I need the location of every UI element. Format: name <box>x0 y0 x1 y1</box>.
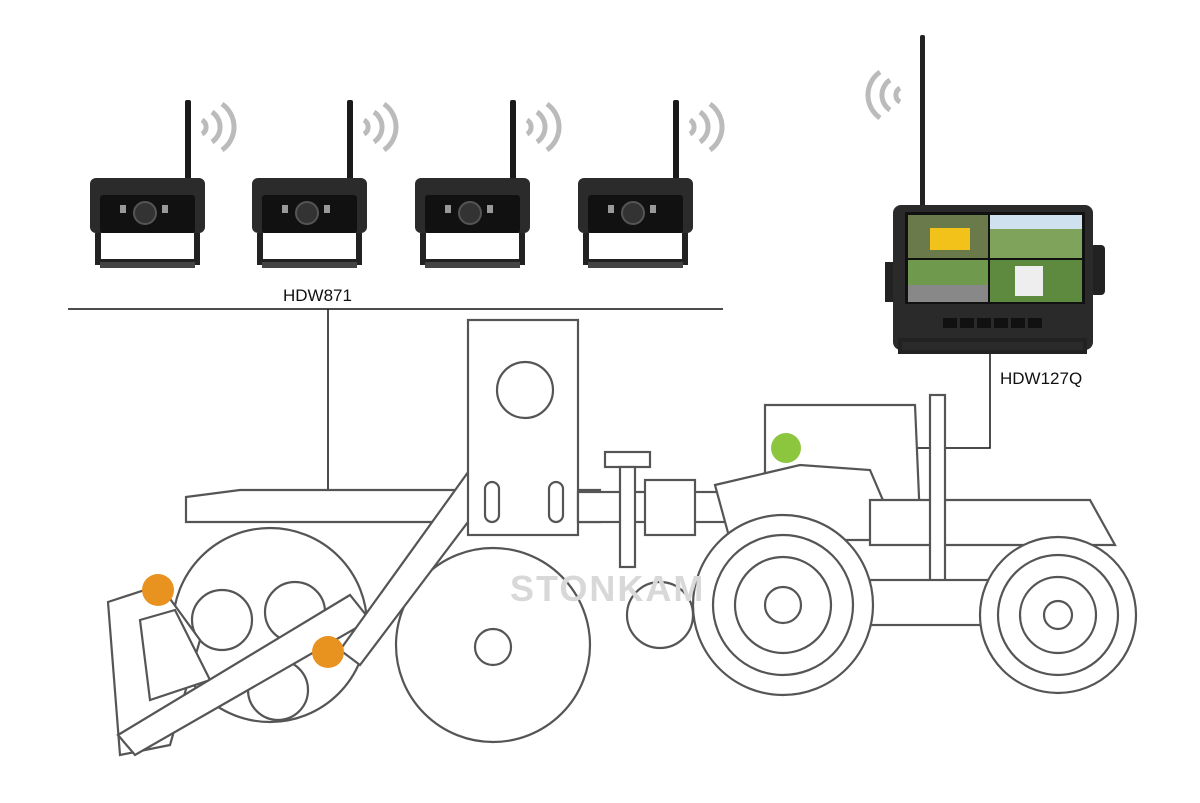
antenna-icon <box>920 35 925 207</box>
camera-model-label: HDW871 <box>283 286 352 305</box>
monitor-model-label: HDW127Q <box>1000 369 1083 388</box>
monitor <box>865 35 1105 354</box>
wifi-signal-icon <box>865 69 902 121</box>
wifi-signal-icon <box>200 101 237 153</box>
monitor-position-marker <box>771 433 801 463</box>
antenna-icon <box>673 100 679 180</box>
wireless-camera <box>252 100 399 268</box>
wireless-camera <box>578 100 725 268</box>
antenna-icon <box>510 100 516 180</box>
wifi-signal-icon <box>525 101 562 153</box>
watermark: STONKAM <box>510 568 706 609</box>
implement-drawing <box>106 318 755 757</box>
wifi-signal-icon <box>362 101 399 153</box>
wireless-camera <box>415 100 562 268</box>
camera-position-marker <box>142 574 174 606</box>
wireless-camera <box>90 100 237 268</box>
wifi-signal-icon <box>688 101 725 153</box>
tractor-drawing <box>691 393 1138 697</box>
antenna-icon <box>347 100 353 180</box>
camera-position-marker <box>312 636 344 668</box>
antenna-icon <box>185 100 191 180</box>
